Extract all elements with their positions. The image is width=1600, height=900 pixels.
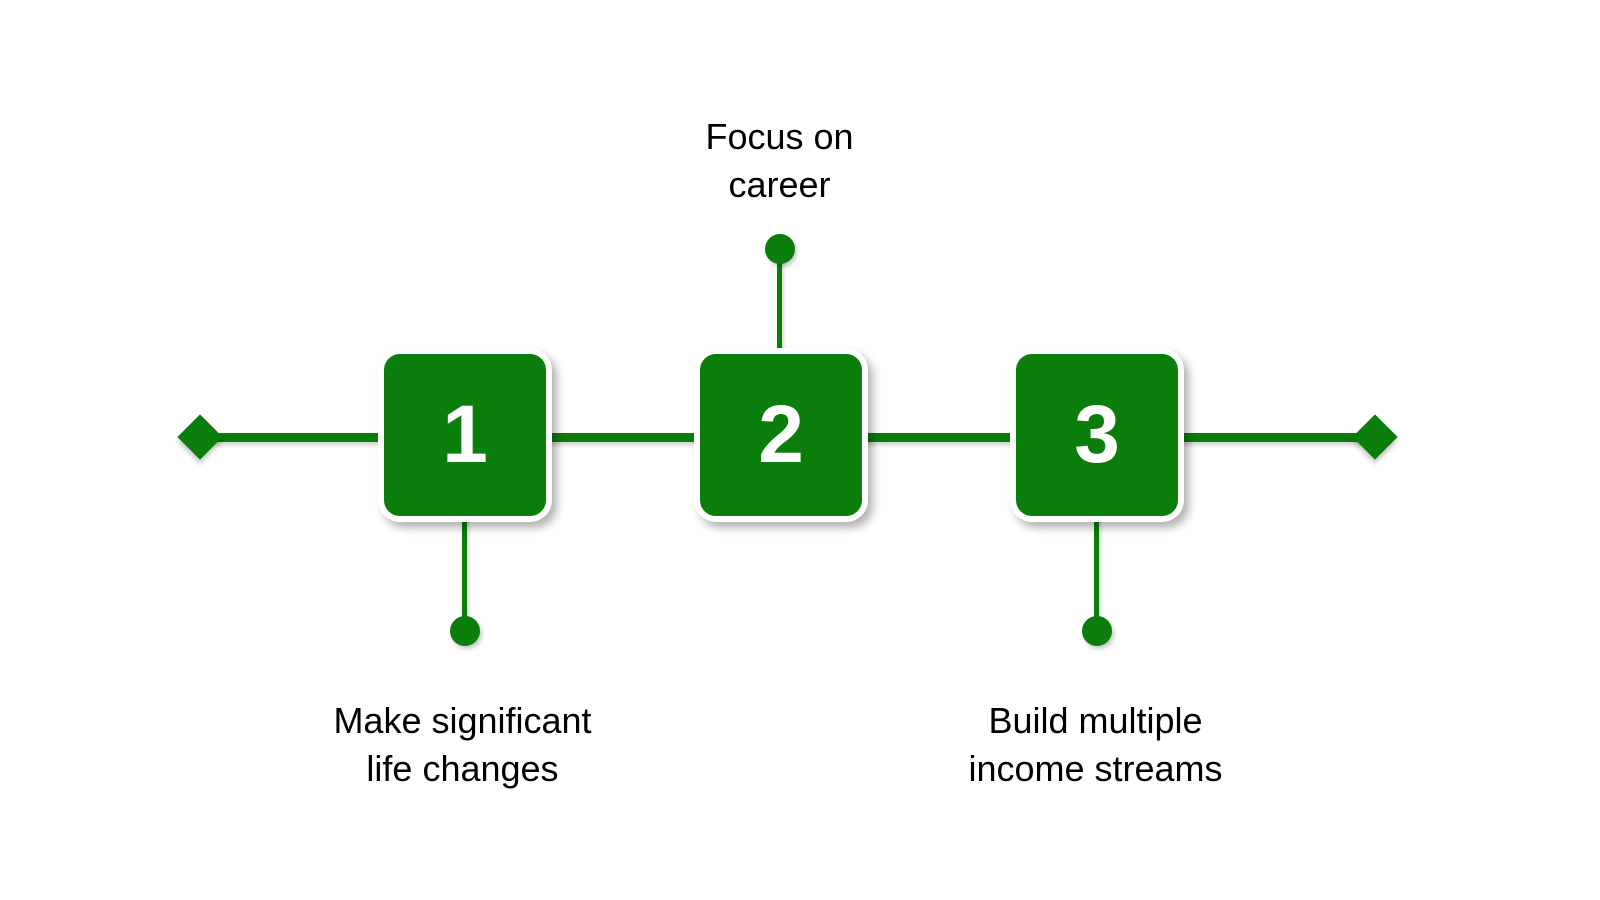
leader-stem-step-2	[777, 252, 782, 356]
step-number-2: 2	[758, 389, 804, 480]
leader-dot-step-2	[765, 234, 795, 264]
track-segment-1-to-2	[546, 433, 706, 442]
leader-stem-step-1	[462, 520, 467, 632]
step-node-3[interactable]: 3	[1010, 348, 1184, 522]
leader-dot-step-1	[450, 616, 480, 646]
track-segment-2-to-3	[862, 433, 1022, 442]
step-number-3: 3	[1074, 389, 1120, 480]
step-number-1: 1	[442, 389, 488, 480]
step-label-1: Make significant life changes	[333, 700, 592, 789]
diamond-endcap-right	[1352, 414, 1398, 460]
diamond-endcap-left	[177, 414, 223, 460]
step-label-2: Focus on career	[705, 116, 854, 205]
track-segment-end	[1178, 433, 1378, 442]
step-node-2[interactable]: 2	[694, 348, 868, 522]
step-node-1[interactable]: 1	[378, 348, 552, 522]
leader-dot-step-3	[1082, 616, 1112, 646]
step-label-3: Build multiple income streams	[968, 700, 1223, 789]
leader-stem-step-3	[1094, 520, 1099, 632]
track-segment-start	[200, 433, 390, 442]
